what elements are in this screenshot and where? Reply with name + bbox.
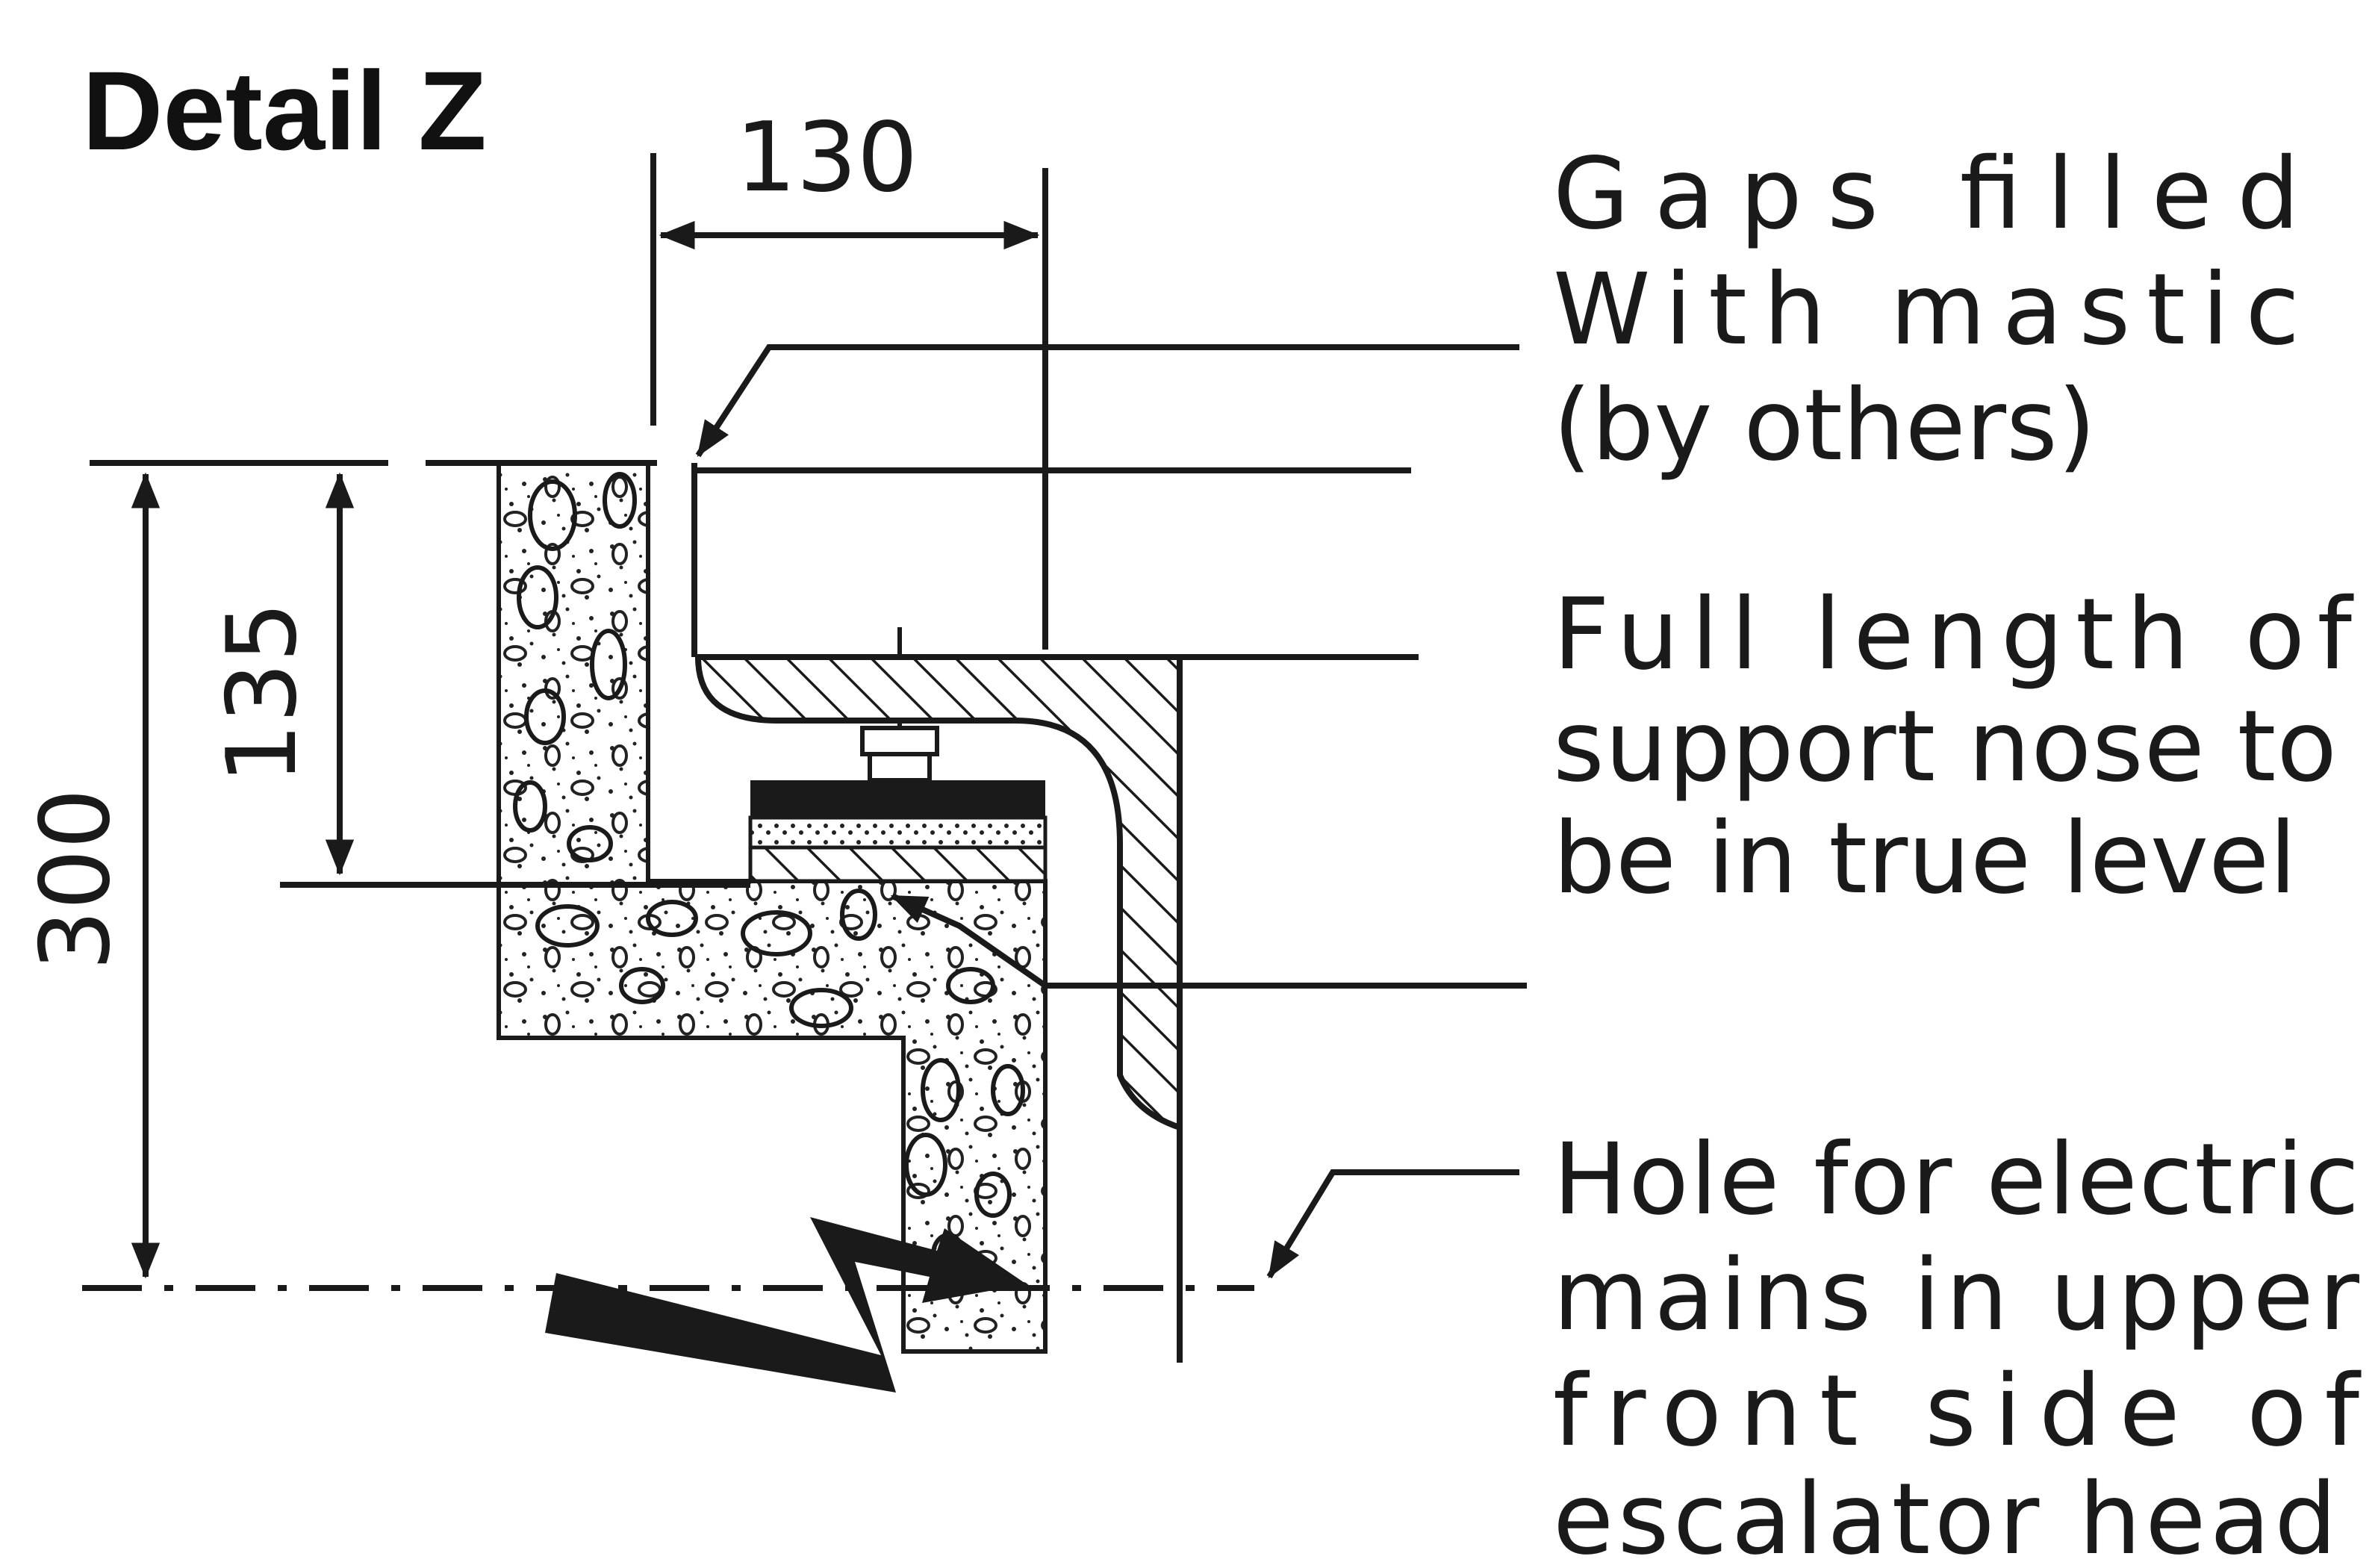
support-angle bbox=[694, 654, 1183, 1132]
break-symbol bbox=[545, 1217, 1027, 1393]
note-mastic-line-2: With mastic bbox=[1553, 252, 2300, 367]
dimension-130-label: 130 bbox=[735, 102, 918, 214]
note-mastic: Gaps filled With mastic (by others) bbox=[1553, 137, 2300, 483]
note-electric-hole: Hole for electric mains in upper front s… bbox=[1553, 1122, 2362, 1568]
dimension-300-label: 300 bbox=[20, 788, 131, 971]
note-electric-line-3: front side of bbox=[1553, 1354, 2362, 1469]
note-electric-line-2: mains in upper bbox=[1553, 1238, 2360, 1353]
note-support-nose: Full length of support nose to be in tru… bbox=[1553, 577, 2354, 916]
bearing-pad bbox=[748, 780, 1048, 883]
note-mastic-line-3: (by others) bbox=[1553, 368, 2096, 483]
note-electric-line-1: Hole for electric bbox=[1553, 1122, 2359, 1237]
note-support-line-3: be in true level bbox=[1553, 801, 2297, 916]
detail-title: Detail Z bbox=[82, 48, 487, 173]
note-mastic-line-1: Gaps filled bbox=[1553, 137, 2300, 252]
note-support-line-1: Full length of bbox=[1553, 577, 2354, 692]
concrete-structure bbox=[497, 461, 1048, 1354]
note-support-line-2: support nose to bbox=[1553, 689, 2337, 804]
anchor-bolt bbox=[860, 627, 939, 783]
mastic-leader bbox=[695, 344, 1519, 458]
electric-hole-leader bbox=[1266, 1169, 1519, 1279]
support-nose-leader bbox=[890, 893, 1048, 989]
note-electric-line-4: escalator head bbox=[1553, 1462, 2337, 1568]
dimension-135-label: 135 bbox=[207, 602, 318, 784]
